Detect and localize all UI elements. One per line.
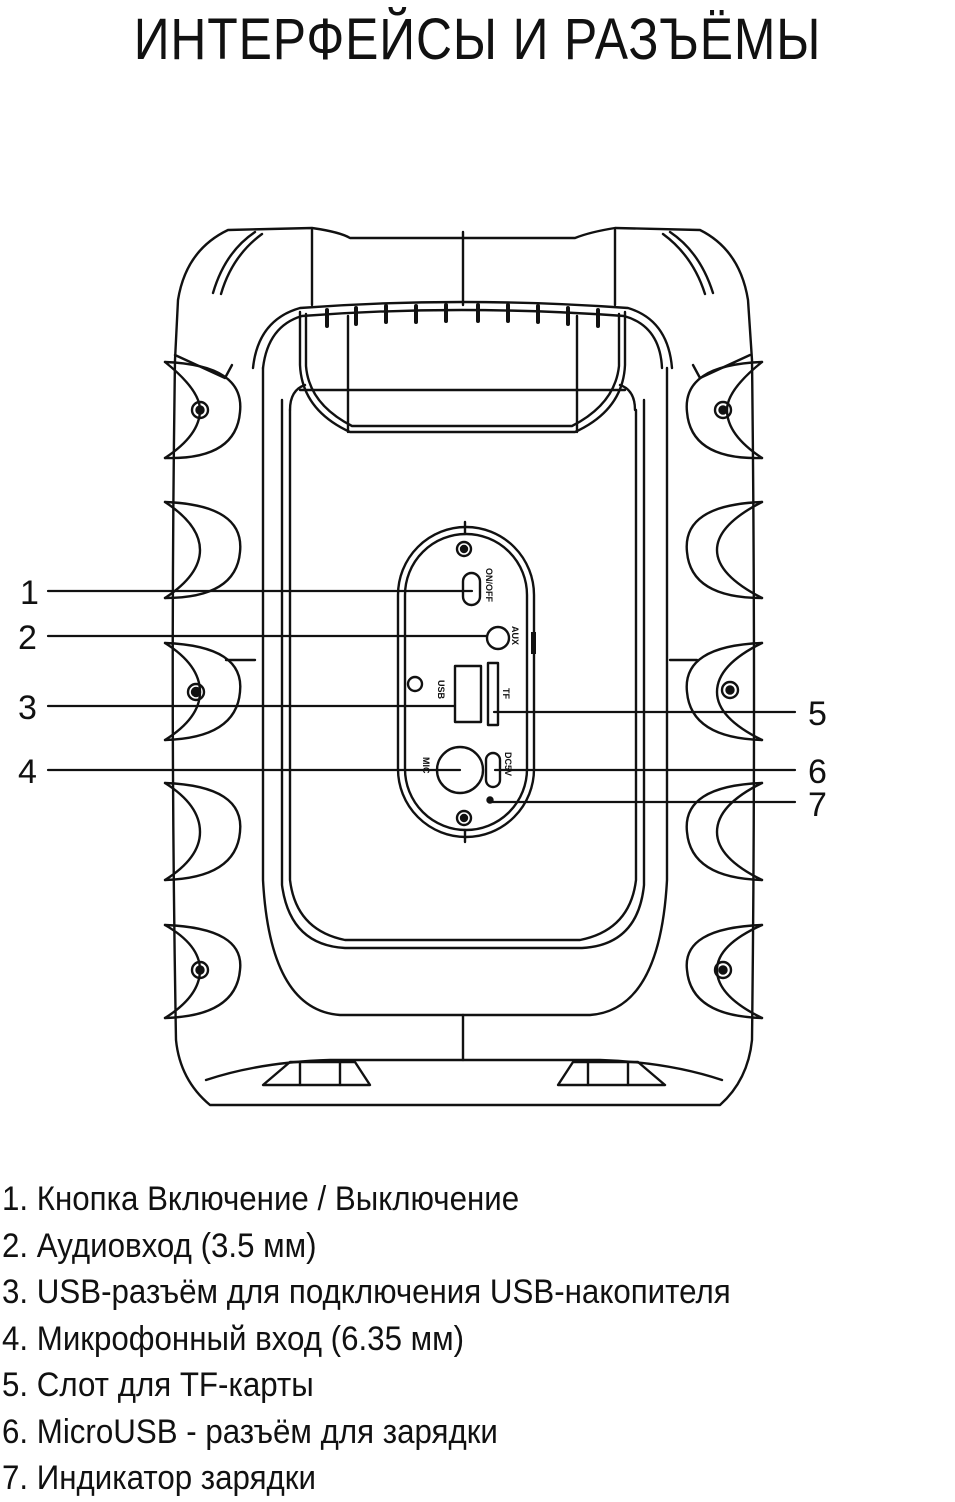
aux-jack[interactable] [485, 625, 511, 651]
speaker-body-outline [171, 226, 756, 1107]
callout-4: 4 [18, 753, 37, 791]
leader-lines [46, 589, 797, 804]
port-labels: ON/OFF AUX USB TF MIC DC5V [421, 568, 520, 776]
label-dc: DC5V [503, 752, 513, 776]
vent-slots [325, 303, 600, 328]
label-tf: TF [501, 688, 511, 699]
connector-panel [396, 520, 536, 844]
label-onoff: ON/OFF [484, 568, 494, 602]
tf-card-slot[interactable] [486, 661, 500, 727]
callout-3: 3 [18, 689, 37, 727]
legend-item: 1. Кнопка Включение / Выключение [2, 1180, 520, 1218]
legend-item: 4. Микрофонный вход (6.35 мм) [2, 1319, 465, 1358]
inner-panel [261, 366, 669, 1017]
legend-list: 1. Кнопка Включение / Выключение 2. Ауди… [2, 1176, 794, 1502]
legend-item: 6. MicroUSB - разъём для зарядки [2, 1412, 498, 1451]
page-title: ИНТЕРФЕЙСЫ И РАЗЪЁМЫ [133, 7, 822, 72]
right-bumpers [668, 360, 764, 1020]
power-button[interactable] [461, 571, 482, 607]
legend-item: 5. Слот для TF-карты [2, 1366, 314, 1404]
label-usb: USB [436, 680, 446, 700]
callout-2: 2 [18, 619, 37, 657]
label-aux: AUX [510, 626, 520, 645]
callout-6: 6 [808, 753, 827, 791]
usb-port[interactable] [453, 664, 483, 724]
feet [261, 1060, 667, 1087]
callout-7: 7 [808, 786, 827, 824]
callout-5: 5 [808, 695, 827, 733]
top-handle [251, 228, 674, 434]
left-bumpers [163, 360, 257, 1020]
legend-item: 3. USB-разъём для подключения USB-накопи… [2, 1273, 731, 1311]
legend-item: 2. Аудиовход (3.5 мм) [2, 1226, 317, 1265]
panel-indicator-hole [406, 675, 424, 693]
callout-1: 1 [20, 574, 39, 612]
legend-item: 7. Индикатор зарядки [2, 1459, 316, 1497]
label-mic: MIC [421, 757, 431, 774]
